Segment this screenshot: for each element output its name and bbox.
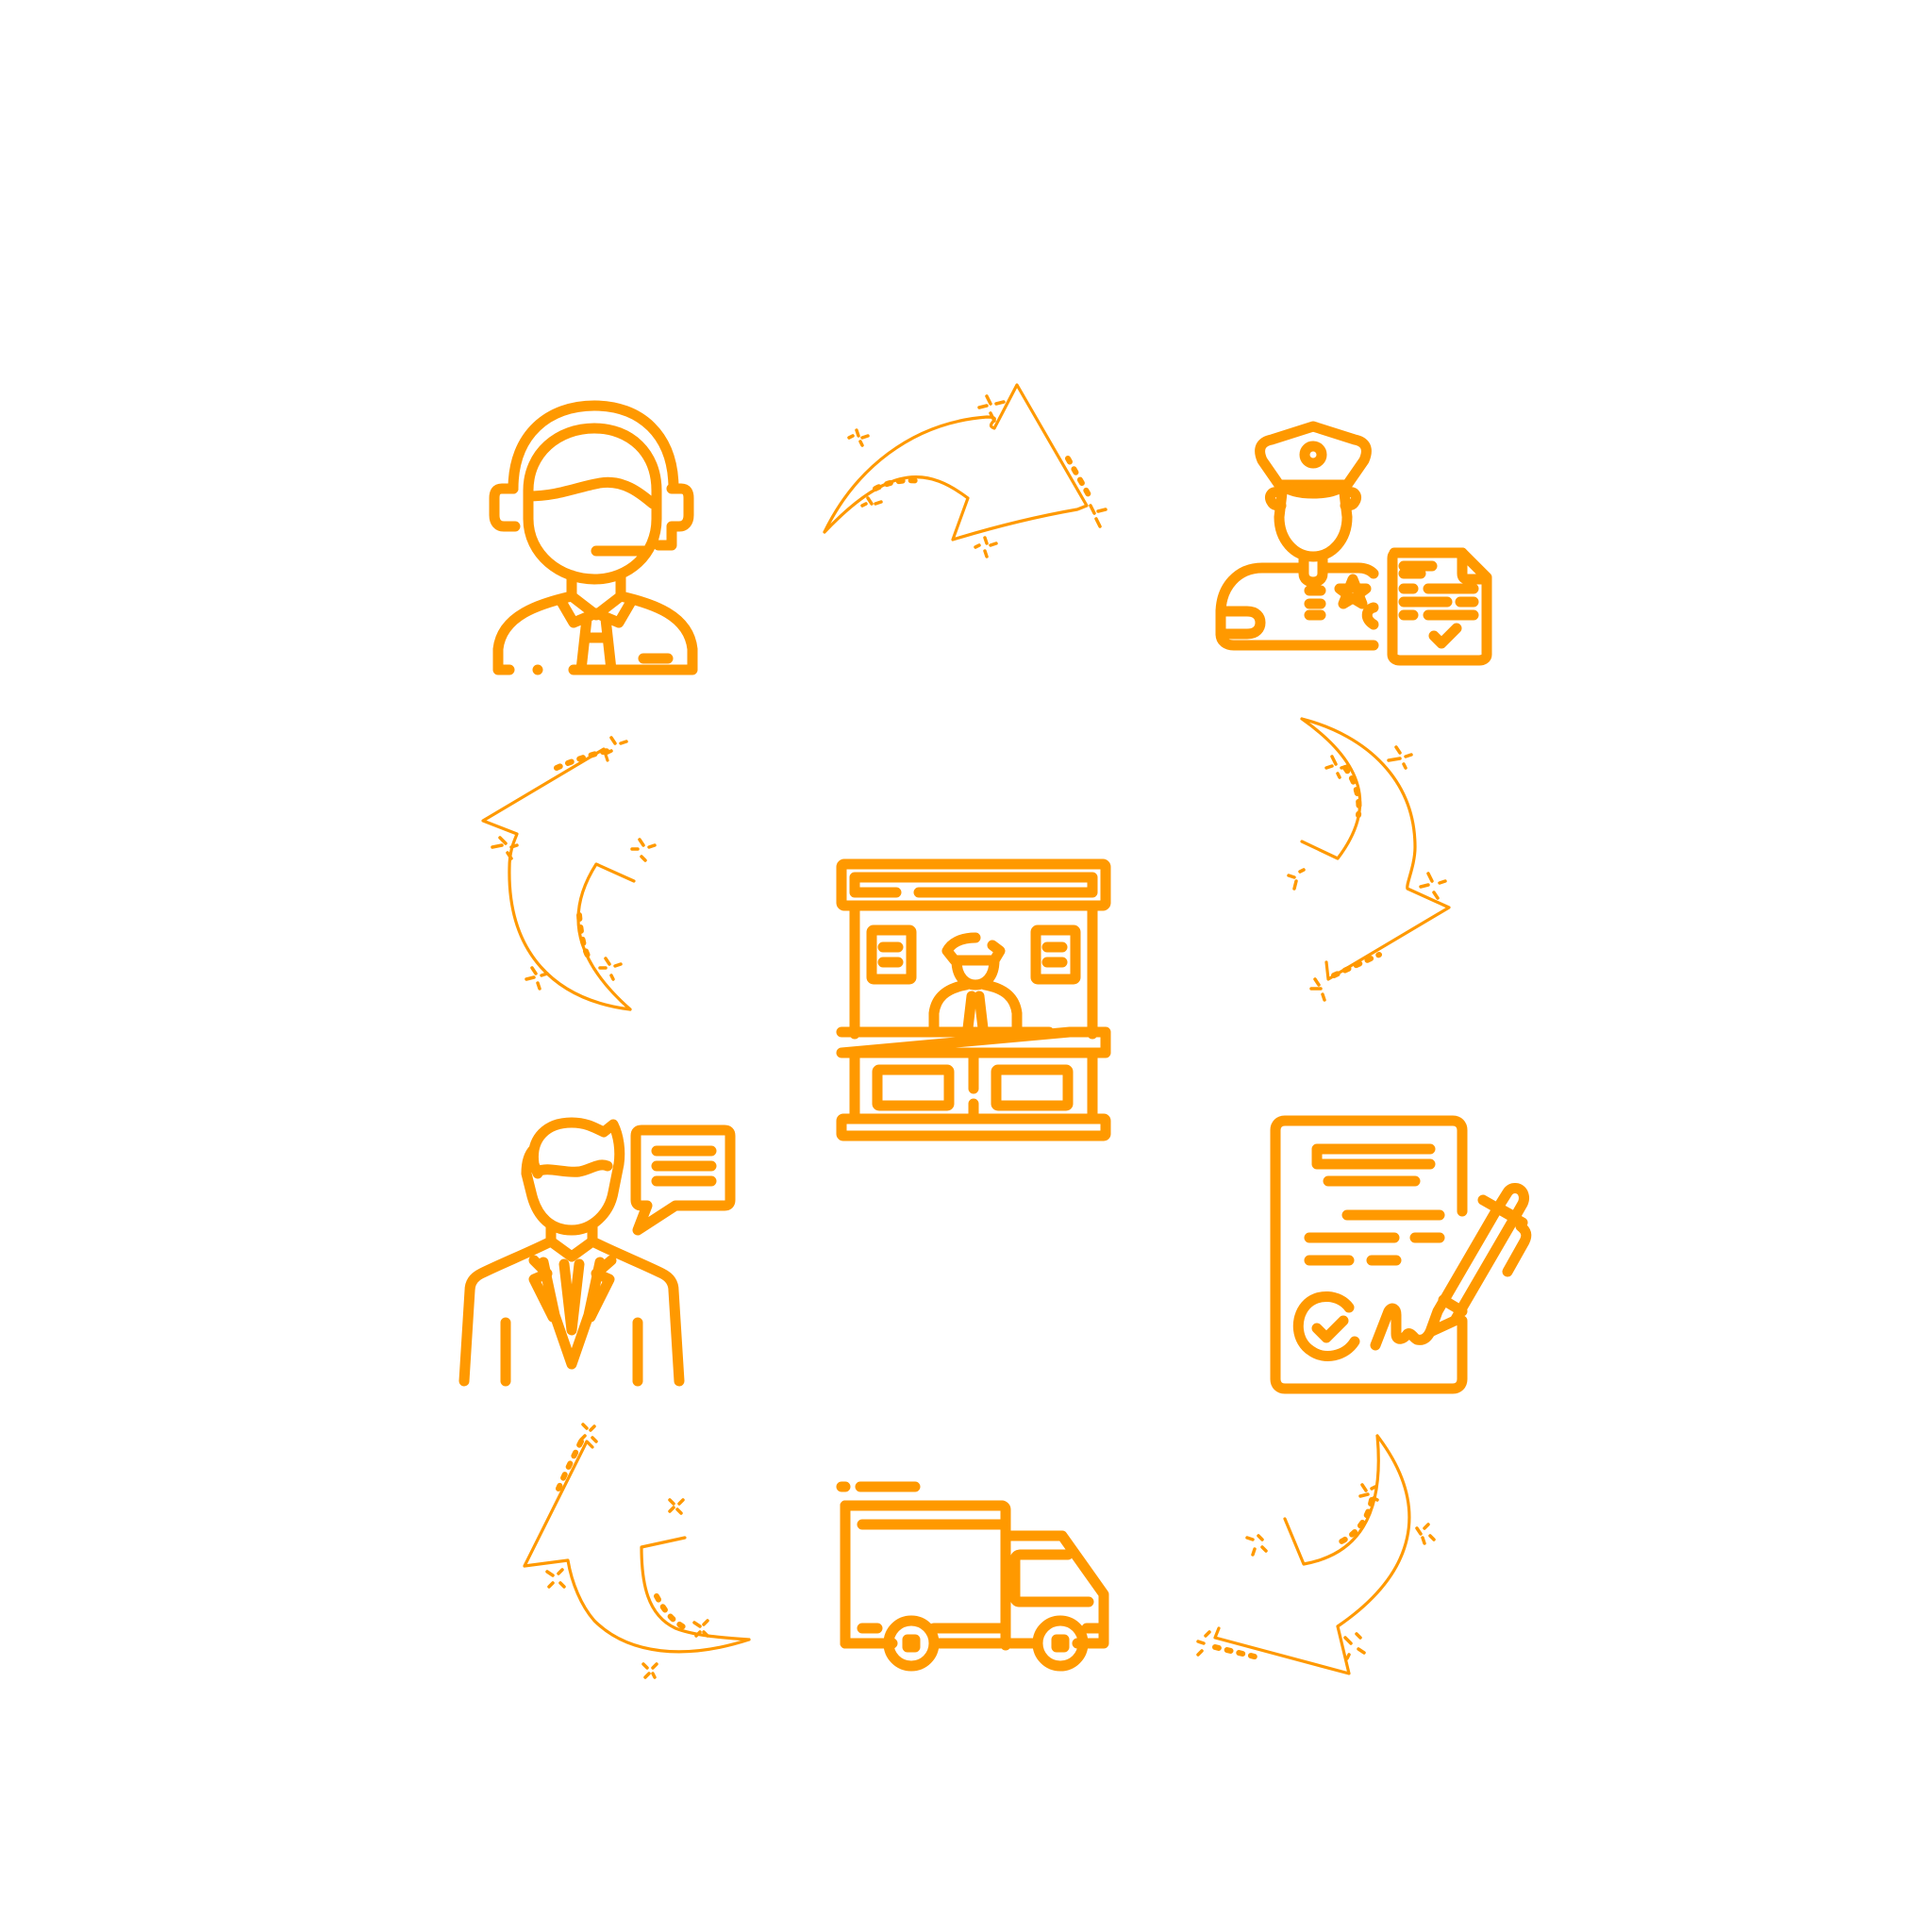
arrow-businessman-to-agent (479, 726, 664, 1019)
node-businessman-chat (453, 1113, 736, 1387)
arrow-contract-to-truck (1187, 1432, 1441, 1685)
officer-with-document-icon (1215, 421, 1492, 666)
node-signed-contract (1264, 1113, 1538, 1396)
curved-arrow-icon (523, 1423, 751, 1679)
curved-arrow-icon (1196, 1434, 1436, 1675)
curved-arrow-icon (823, 383, 1108, 558)
curved-arrow-icon (481, 736, 657, 1011)
curved-arrow-icon (1287, 717, 1451, 1002)
node-delivery-truck (836, 1481, 1115, 1685)
node-support-agent (483, 396, 706, 679)
service-kiosk-icon (836, 858, 1111, 1141)
businessman-speech-icon (458, 1117, 736, 1387)
contract-signing-icon (1270, 1115, 1532, 1394)
arrow-truck-to-businessman (515, 1413, 755, 1679)
arrow-agent-to-officer (817, 375, 1115, 560)
arrow-officer-to-contract (1274, 715, 1472, 1006)
node-kiosk-center (834, 857, 1117, 1141)
delivery-truck-icon (836, 1481, 1109, 1672)
headset-agent-icon (489, 400, 698, 675)
node-officer-document (1215, 415, 1498, 666)
